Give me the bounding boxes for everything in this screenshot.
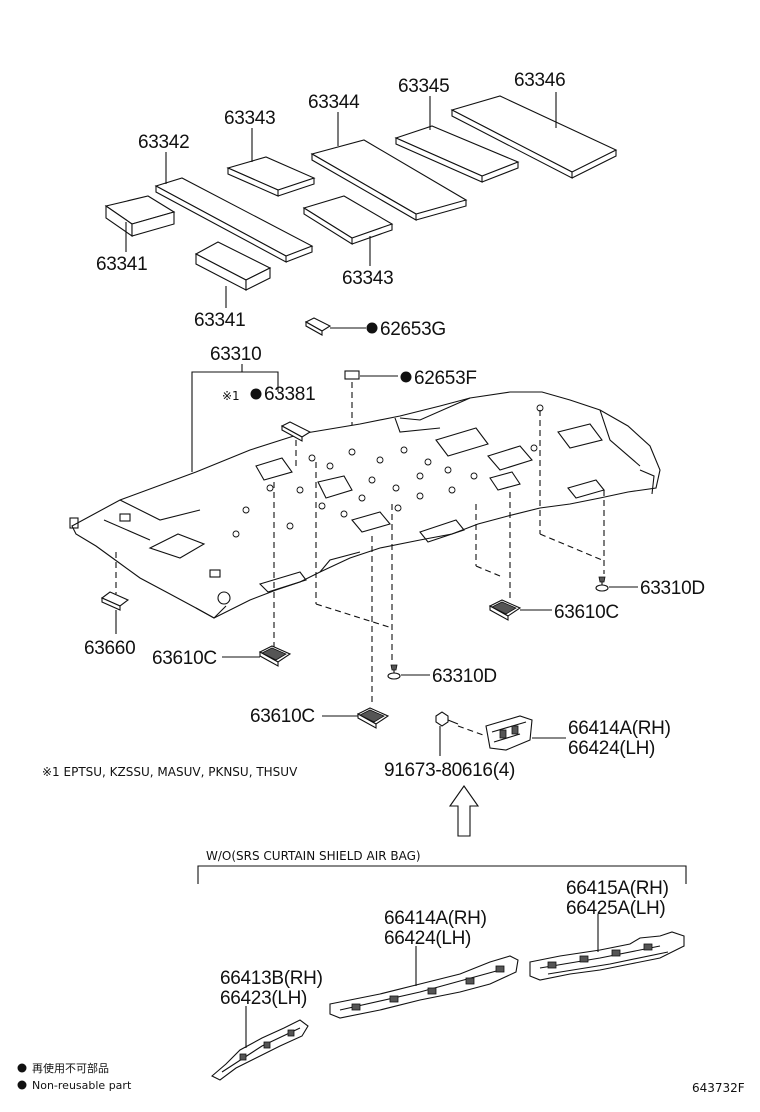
label-63310d-right: 63310D <box>640 578 705 599</box>
label-66413b-rh: 66413B(RH) <box>220 968 323 989</box>
legend-dot-1 <box>17 1063 27 1073</box>
part-66414a-bracket-upper[interactable] <box>485 715 533 751</box>
label-63381: 63381 <box>264 384 315 405</box>
label-63610c-bottom: 63610C <box>250 706 315 727</box>
label-62653g: 62653G <box>380 319 446 340</box>
label-66424-lh-upper: 66424(LH) <box>568 738 655 759</box>
clip-62653f[interactable] <box>344 370 360 380</box>
label-63345: 63345 <box>398 76 449 97</box>
non-reusable-dot-62653g <box>366 322 378 334</box>
label-66423-lh: 66423(LH) <box>220 988 307 1009</box>
up-arrow-icon <box>448 785 480 837</box>
label-66414a-rh-upper: 66414A(RH) <box>568 718 671 739</box>
label-63310d-center: 63310D <box>432 666 497 687</box>
part-63381[interactable] <box>280 421 312 442</box>
label-63341-a: 63341 <box>96 254 147 275</box>
label-62653f: 62653F <box>414 368 477 389</box>
label-91673: 91673-80616(4) <box>384 760 515 781</box>
label-63341-b: 63341 <box>194 310 245 331</box>
part-63610c-right[interactable] <box>488 599 522 621</box>
figure-id: 643732F <box>692 1081 745 1095</box>
part-63610c-bottom[interactable] <box>356 707 390 729</box>
label-66424-lh-lower: 66424(LH) <box>384 928 471 949</box>
headliner-leader <box>191 364 279 472</box>
non-reusable-dot-62653f <box>400 371 412 383</box>
part-91673-bolt[interactable] <box>435 711 459 727</box>
label-63610c-left: 63610C <box>152 648 217 669</box>
label-63342: 63342 <box>138 132 189 153</box>
legend-line-1: 再使用不可部品 <box>32 1061 109 1075</box>
part-63310d-center[interactable] <box>387 664 401 680</box>
label-66414a-rh-lower: 66414A(RH) <box>384 908 487 929</box>
label-63343-top: 63343 <box>224 108 275 129</box>
part-66415a-bracket[interactable] <box>529 931 685 981</box>
non-reusable-dot-63381 <box>250 388 262 400</box>
label-63660: 63660 <box>84 638 135 659</box>
part-66413b-bracket[interactable] <box>211 1019 309 1081</box>
part-63610c-left[interactable] <box>258 645 292 667</box>
wo-bracket-line <box>197 865 687 884</box>
pad-63342[interactable] <box>154 177 314 257</box>
dashed-leaders <box>115 410 605 704</box>
label-note-ref: ※1 <box>222 389 240 403</box>
label-66415a-rh: 66415A(RH) <box>566 878 669 899</box>
legend-dot-2 <box>17 1080 27 1090</box>
leader-lines-top <box>125 92 557 308</box>
part-63310d-right[interactable] <box>595 576 609 592</box>
label-63310: 63310 <box>210 344 261 365</box>
label-63344: 63344 <box>308 92 360 113</box>
part-66414a-bracket-lower[interactable] <box>329 955 519 1019</box>
wo-caption: W/O(SRS CURTAIN SHIELD AIR BAG) <box>206 849 421 863</box>
label-63343-b: 63343 <box>342 268 393 289</box>
silencer-pads <box>104 95 618 291</box>
label-63346: 63346 <box>514 70 565 91</box>
part-63660[interactable] <box>100 591 130 611</box>
legend-line-2: Non-reusable part <box>32 1079 132 1092</box>
footnote-text: ※1 EPTSU, KZSSU, MASUV, PKNSU, THSUV <box>42 765 298 779</box>
headliner-63310[interactable] <box>69 391 661 619</box>
label-66425a-lh: 66425A(LH) <box>566 898 665 919</box>
clips <box>304 317 398 476</box>
label-63610c-right: 63610C <box>554 602 619 623</box>
